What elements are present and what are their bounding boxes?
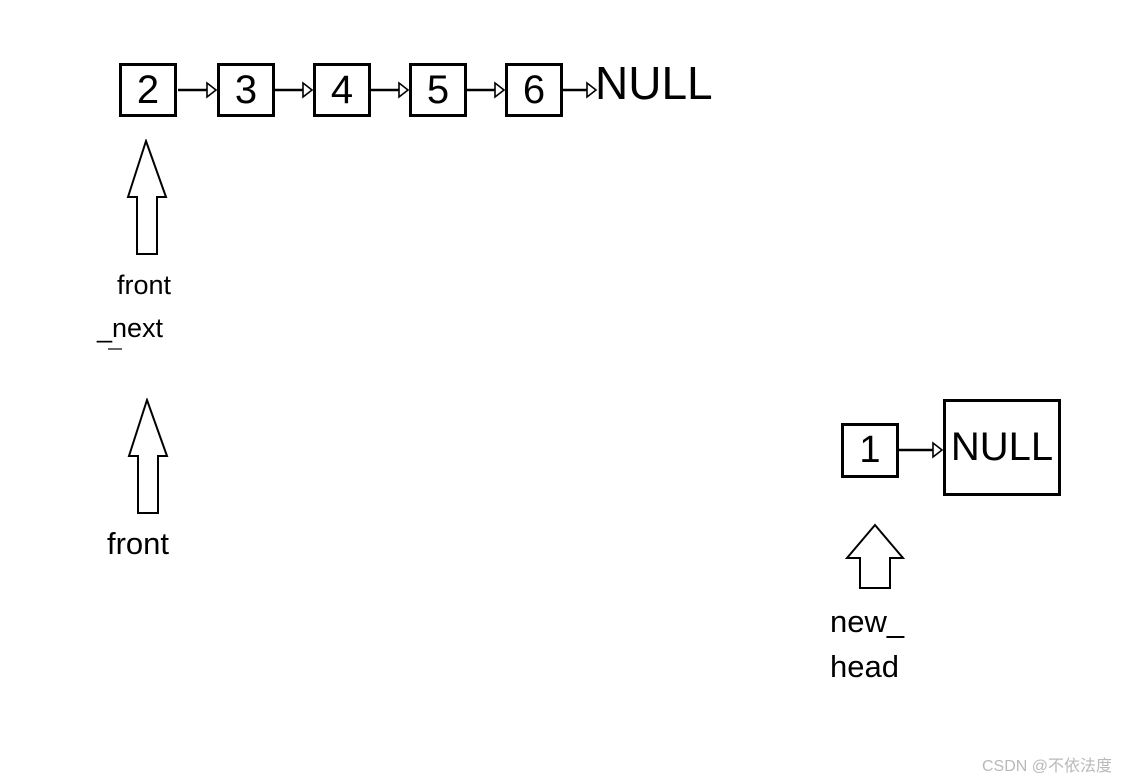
node-value: 4 [330,68,354,112]
new-node-1: 1 [841,423,899,478]
node-value: 5 [426,68,450,112]
list-node-2: 2 [119,63,177,117]
underscore-dash [108,348,122,350]
next-pointer-arrow-icon [178,81,218,99]
node-value: 3 [234,68,258,112]
new-head-pointer-label-line2: head [830,649,899,684]
up-arrow-icon [126,139,168,255]
next-pointer-arrow-icon [274,81,314,99]
csdn-watermark: CSDN @不依法度 [981,758,1112,775]
new-head-pointer-label-line1: new_ [830,604,905,639]
list-null-terminator: NULL [595,57,713,109]
front-pointer-label: front [107,526,170,561]
next-pointer-arrow-icon [897,441,944,459]
list-node-4: 4 [313,63,371,117]
node-value: 2 [136,68,160,112]
up-arrow-icon [844,523,906,589]
next-pointer-arrow-icon [370,81,410,99]
null-box-label: NULL [950,425,1054,469]
list-node-5: 5 [409,63,467,117]
list-node-3: 3 [217,63,275,117]
next-pointer-arrow-icon [560,81,598,99]
next-pointer-arrow-icon [466,81,506,99]
up-arrow-icon [127,398,169,514]
node-value: 1 [859,429,881,471]
list-node-6: 6 [505,63,563,117]
front-next-pointer-label-line2: _next [97,313,164,343]
node-value: 6 [522,68,546,112]
new-node-null-box: NULL [943,399,1061,496]
front-next-pointer-label-line1: front [117,270,172,300]
